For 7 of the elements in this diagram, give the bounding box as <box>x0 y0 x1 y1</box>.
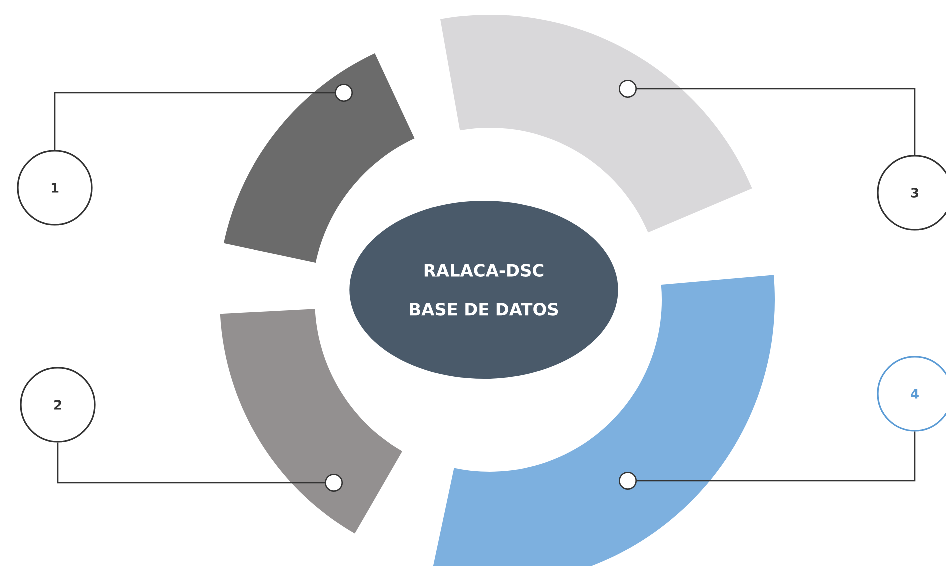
leader-line <box>619 80 916 156</box>
leader-line <box>57 442 343 492</box>
ring-segment <box>220 309 402 534</box>
ring-segment <box>440 15 752 233</box>
ring-segment <box>224 53 415 263</box>
leader-line <box>54 84 353 150</box>
leader-line <box>619 432 916 490</box>
